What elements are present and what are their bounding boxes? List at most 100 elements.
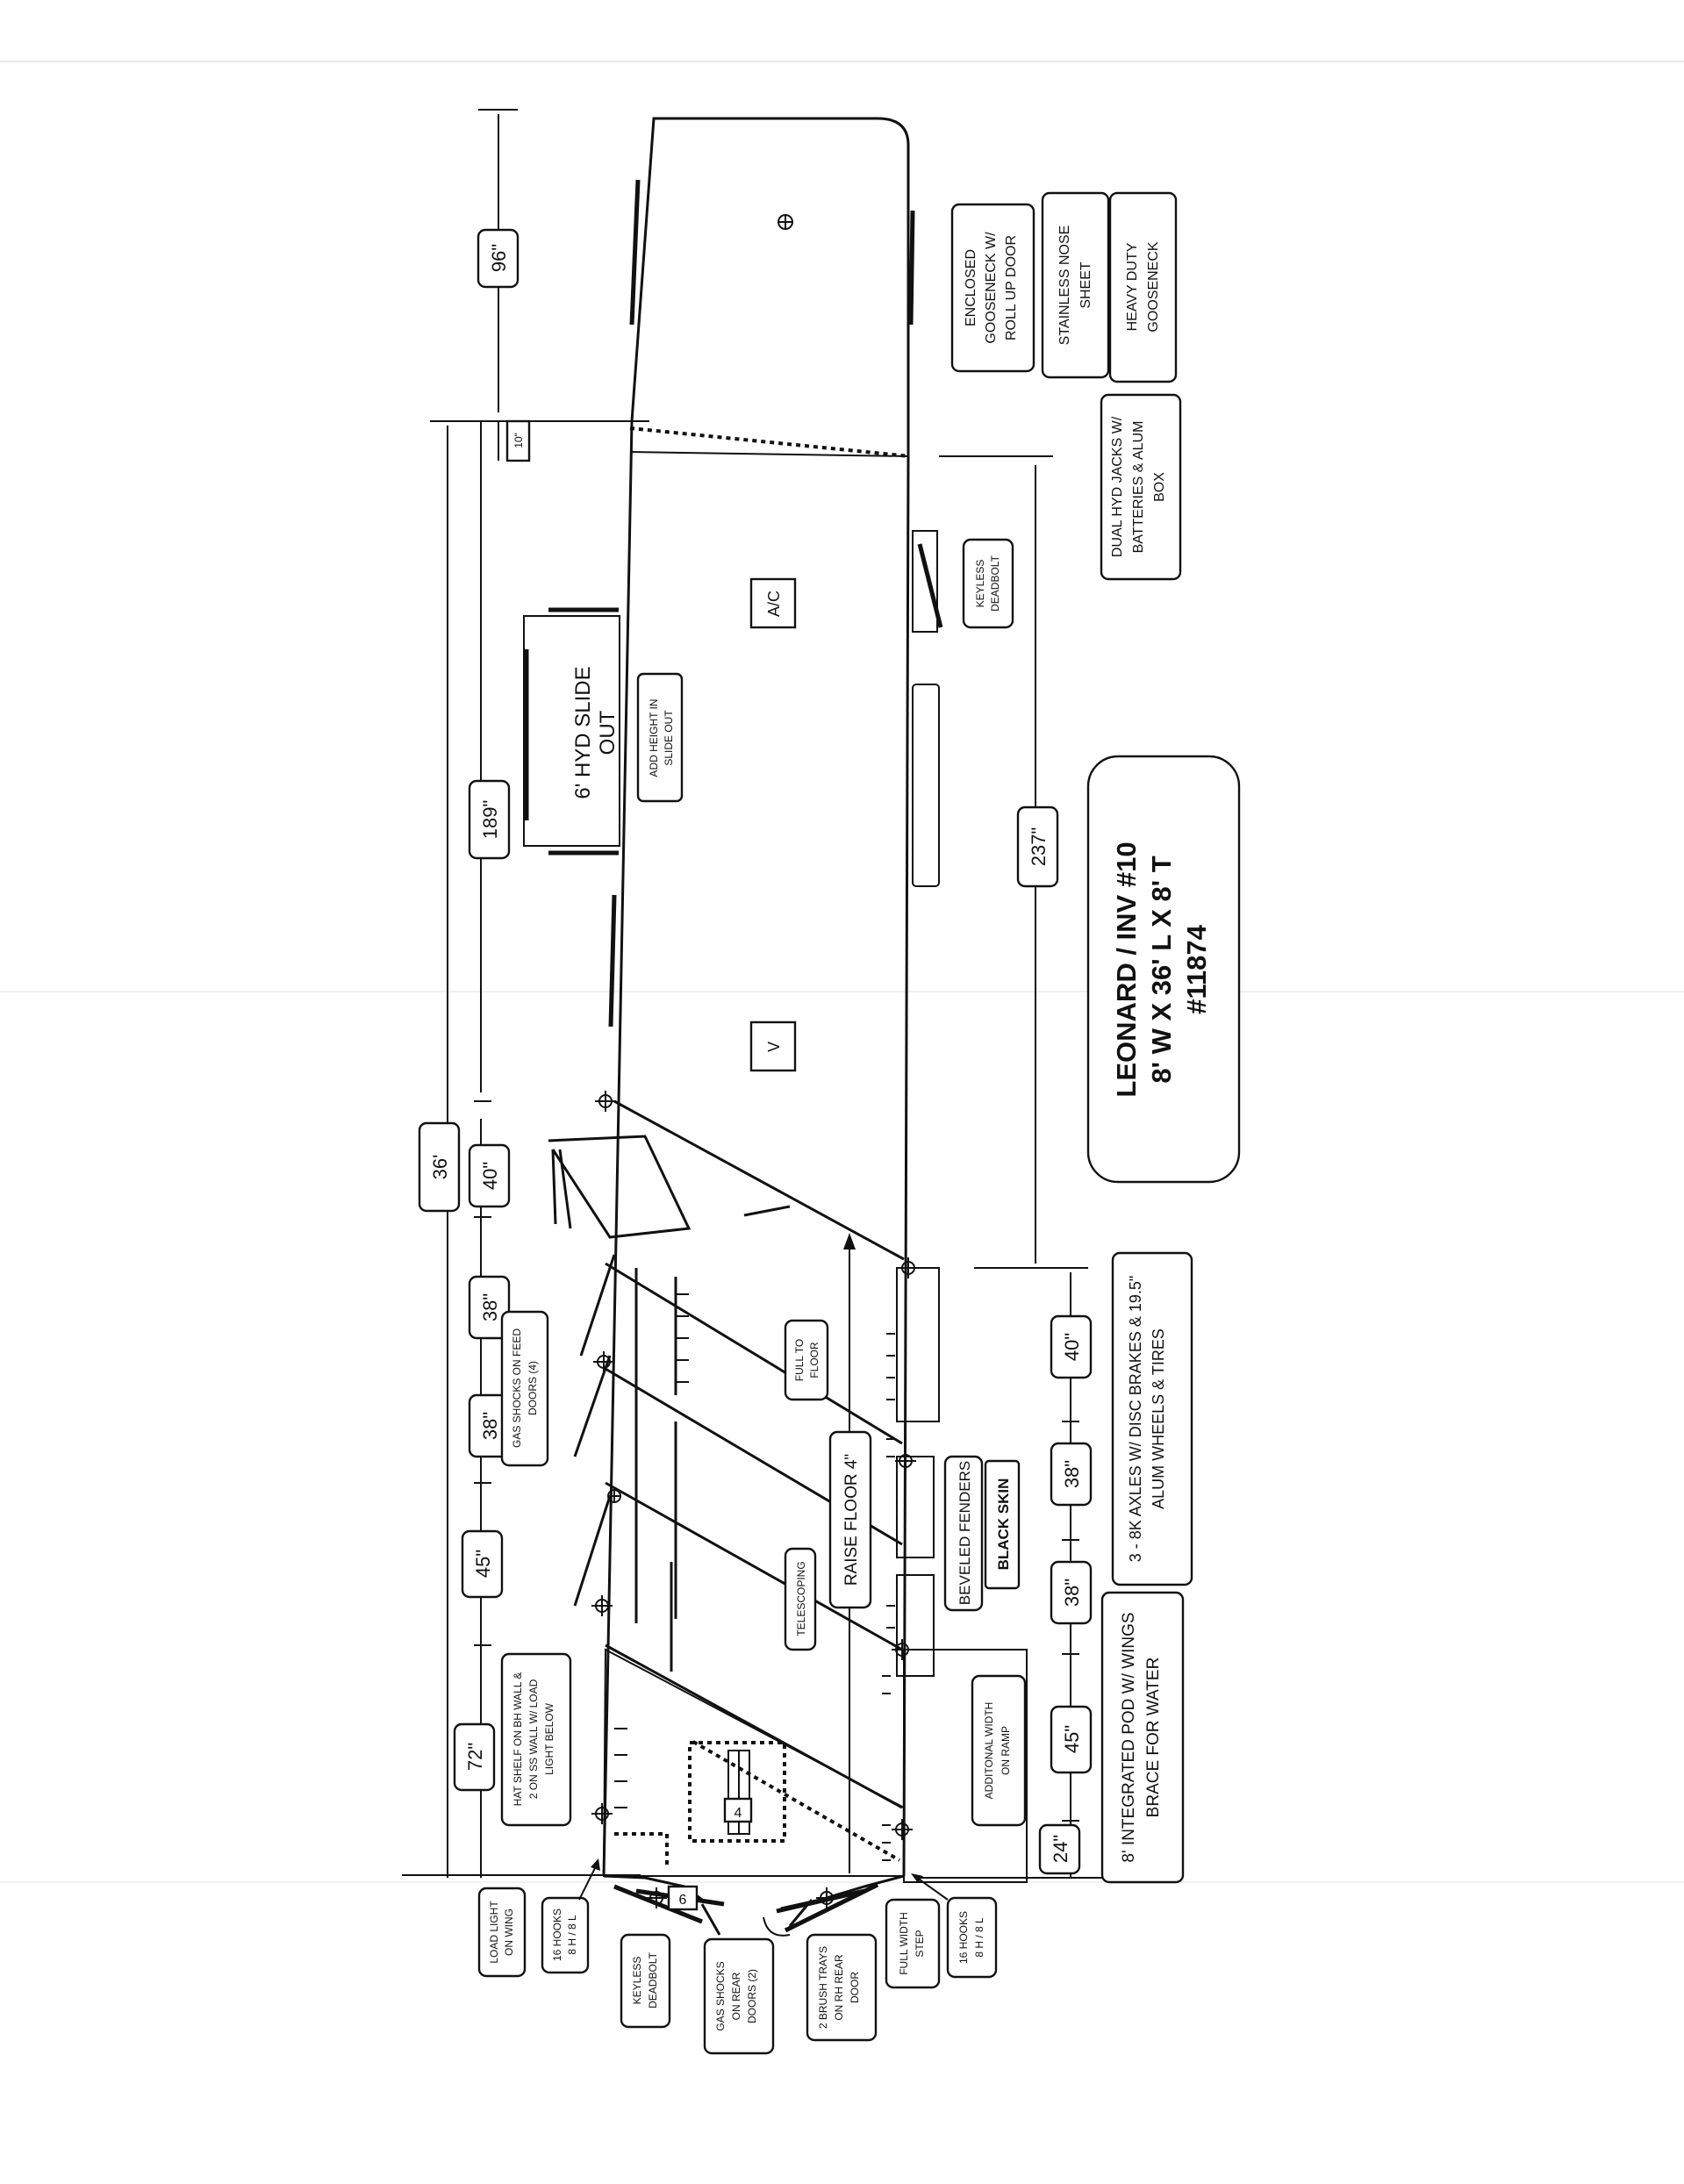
dim-label: 189" [479, 800, 501, 840]
number-4: 4 [735, 1806, 742, 1821]
dim-label: 38" [1061, 1579, 1083, 1607]
brush-trays-line1: 2 BRUSH TRAYS [817, 1946, 829, 2029]
sun-icon [595, 1091, 616, 1112]
stainless-nose-line1: STAINLESS NOSE [1057, 226, 1072, 346]
enclosed-gooseneck-line3: ROLL UP DOOR [1004, 235, 1019, 340]
dim-36ft: 36' [418, 1121, 461, 1213]
axles-note: 3 - 8K AXLES W/ DISC BRAKES & 19.5" ALUM… [1111, 1251, 1193, 1586]
additional-width-line2: ON RAMP [1000, 1726, 1012, 1775]
floor-ticks [676, 1293, 895, 1694]
sun-icon [591, 1803, 613, 1824]
hat-shelf-line3: LIGHT BELOW [543, 1702, 555, 1774]
keyless-deadbolt-side-note: KEYLESS DEADBOLT [962, 538, 1014, 629]
dim-38r1: 38" [1050, 1442, 1093, 1507]
gas-shocks-rear-line2: ON REAR [730, 1972, 742, 2020]
sun-icon [593, 1351, 614, 1372]
dim-label: 72" [464, 1743, 486, 1771]
gas-shocks-feed-line2: DOORS (4) [527, 1361, 539, 1415]
sun-icon [816, 1887, 837, 1908]
axles-line1: 3 - 8K AXLES W/ DISC BRAKES & 19.5" [1127, 1276, 1144, 1563]
dim-38a: 38" [468, 1275, 511, 1340]
add-height-line2: SLIDE OUT [663, 710, 675, 766]
sun-icon [646, 1887, 667, 1908]
load-lights [591, 1091, 919, 1908]
dim-38r2: 38" [1050, 1560, 1093, 1625]
vent: V [749, 1020, 797, 1072]
trailer-outline [602, 117, 915, 1877]
sun-icon [898, 1257, 919, 1278]
dual-hyd-line1: DUAL HYD JACKS W/ [1110, 416, 1125, 557]
slide-out-label-line1: 6' HYD SLIDE [571, 666, 595, 798]
load-light-line2: ON WING [503, 1908, 515, 1956]
load-light-line1: LOAD LIGHT [488, 1901, 500, 1964]
keyless-side-line1: KEYLESS [974, 560, 986, 608]
right-dimensions [921, 455, 1106, 1879]
dim-10: 10" [505, 419, 531, 462]
dim-label: 38" [1061, 1460, 1083, 1488]
slide-out: 6' HYD SLIDE OUT [523, 607, 620, 856]
telescoping-label: TELESCOPING [795, 1561, 807, 1636]
dim-label: 38" [479, 1412, 501, 1440]
additional-width-note: ADDITONAL WIDTH ON RAMP [971, 1674, 1027, 1827]
title-line1: LEONARD / INV #10 [1111, 841, 1142, 1097]
integrated-pod-line1: 8' INTEGRATED POD W/ WINGS [1120, 1612, 1138, 1862]
title-line3: #11874 [1181, 924, 1212, 1013]
number-6: 6 [679, 1893, 687, 1908]
dim-label: 45" [1061, 1725, 1083, 1753]
rear-tack-area: 4 [602, 1648, 905, 1877]
dim-237: 237" [1016, 806, 1059, 888]
sun-icon [895, 1450, 916, 1472]
dim-189: 189" [468, 779, 511, 860]
integrated-pod-note: 8' INTEGRATED POD W/ WINGS BRACE FOR WAT… [1100, 1591, 1185, 1884]
additional-width-line1: ADDITONAL WIDTH [983, 1702, 995, 1800]
gas-shocks-feed-line1: GAS SHOCKS ON FEED [511, 1328, 523, 1448]
dim-label: 38" [479, 1293, 501, 1321]
dim-label: 24" [1050, 1835, 1071, 1863]
dim-label: 10" [512, 433, 525, 448]
brush-trays-line3: DOOR [849, 1972, 861, 2003]
full-width-step-line2: STEP [914, 1930, 926, 1957]
keyless-rear-line1: KEYLESS [631, 1957, 643, 2005]
dim-40r: 40" [1050, 1314, 1093, 1379]
dual-hyd-line2: BATTERIES & ALUM [1131, 421, 1146, 554]
title-block: LEONARD / INV #10 8' W X 36' L X 8' T #1… [1086, 755, 1241, 1184]
gas-shocks-rear-line1: GAS SHOCKS [714, 1961, 727, 2030]
full-to-floor-line2: FLOOR [808, 1342, 821, 1378]
hooks-right-line1: 16 HOOKS [957, 1911, 970, 1964]
hooks-left-note: 16 HOOKS 8 H / 8 L [541, 1858, 600, 1974]
hooks-left-line2: 8 H / 8 L [566, 1915, 578, 1955]
dim-label: 237" [1028, 827, 1050, 867]
hat-shelf-note: HAT SHELF ON BH WALL & 2 ON SS WALL W/ L… [500, 1652, 572, 1827]
telescoping-note: TELESCOPING [784, 1547, 817, 1651]
raise-floor-label: RAISE FLOOR 4" [842, 1454, 861, 1586]
dim-45r: 45" [1050, 1705, 1093, 1774]
keyless-rear-line2: DEADBOLT [647, 1951, 659, 2008]
hooks-right-line2: 8 H / 8 L [973, 1917, 985, 1958]
heavy-duty-gooseneck-note: HEAVY DUTY GOOSENECK [1108, 191, 1178, 383]
sun-icon [892, 1819, 913, 1840]
dim-24: 24" [1038, 1823, 1081, 1875]
dim-96: 96" [477, 228, 520, 289]
integrated-pod-line2: BRACE FOR WATER [1144, 1658, 1163, 1818]
add-height-note: ADD HEIGHT IN SLIDE OUT [636, 672, 684, 803]
keyless-deadbolt-rear-note: KEYLESS DEADBOLT [620, 1933, 671, 2029]
brush-trays-line2: ON RH REAR [833, 1954, 845, 2021]
heavy-duty-line1: HEAVY DUTY [1125, 242, 1140, 331]
full-to-floor-line1: FULL TO [793, 1339, 806, 1381]
dim-38b: 38" [468, 1393, 511, 1458]
full-width-step-line1: FULL WIDTH [898, 1912, 910, 1975]
sun-icon [892, 1639, 913, 1660]
dim-label: 40" [1061, 1333, 1083, 1361]
hooks-right-note: 16 HOOKS 8 H / 8 L [911, 1873, 998, 1979]
heavy-duty-line2: GOOSENECK [1146, 241, 1161, 332]
enclosed-gooseneck-note: ENCLOSED GOOSENECK W/ ROLL UP DOOR [950, 203, 1035, 373]
add-height-line1: ADD HEIGHT IN [648, 698, 660, 777]
dim-labels-right: 237" 40" 38" 38" 45" 24" [1016, 806, 1093, 1875]
raise-floor-arrow: RAISE FLOOR 4" [828, 1233, 872, 1873]
enclosed-gooseneck-line2: GOOSENECK W/ [984, 232, 999, 344]
dim-labels-top: 96" 10" 189" 36' 40" 38" 38" 45" 72" [418, 228, 531, 1792]
hat-shelf-line1: HAT SHELF ON BH WALL & [512, 1672, 524, 1807]
vent-label: V [765, 1042, 783, 1052]
dim-40: 40" [468, 1143, 511, 1208]
